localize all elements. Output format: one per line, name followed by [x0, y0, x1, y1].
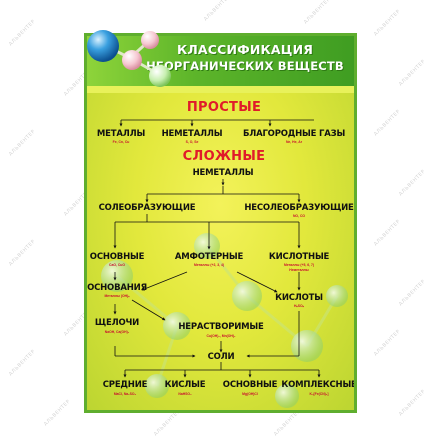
noble-gases-examples: Ne, He, Ar — [285, 140, 303, 144]
basic-salts-examples: Mg(OH)Cl — [242, 392, 258, 396]
complex-heading: СЛОЖНЫЕ — [182, 149, 266, 164]
basic-salts-label: ОСНОВНЫЕ — [222, 380, 278, 390]
metals-label: МЕТАЛЛЫ — [96, 129, 146, 139]
watermark-text: АЛЬВЕНТЕР — [397, 168, 427, 198]
complex-salts-label: КОМПЛЕКСНЫЕ — [281, 380, 357, 390]
medium-salts-label: СРЕДНИЕ — [102, 380, 148, 390]
insoluble-bases-examples: Cu(OH)₂, Mn(OH)₂ — [206, 334, 236, 338]
watermark-text: АЛЬВЕНТЕР — [372, 218, 402, 248]
watermark-text: АЛЬВЕНТЕР — [372, 8, 402, 38]
nonmetals-examples: S, O, Se — [185, 140, 199, 144]
insoluble-bases-label: НЕРАСТВОРИМЫЕ — [178, 322, 264, 332]
alkalis-examples: NaOH, Ca(OH)₂ — [104, 330, 130, 334]
noble-gases-label: БЛАГОРОДНЫЕ ГАЗЫ — [242, 129, 346, 139]
molecule-icon — [87, 30, 171, 87]
watermark-text: АЛЬВЕНТЕР — [302, 0, 332, 26]
title-line-1: КЛАССИФИКАЦИЯ — [176, 42, 314, 57]
watermark-text: АЛЬВЕНТЕР — [397, 388, 427, 418]
basic-oxides-label: ОСНОВНЫЕ — [89, 252, 145, 262]
acidic-oxides-examples-1: Металлы (+5, 6, 7) — [283, 263, 315, 267]
bases-examples: Металлы (OH)ₙ — [104, 294, 130, 298]
watermark-text: АЛЬВЕНТЕР — [372, 108, 402, 138]
watermark-text: АЛЬВЕНТЕР — [397, 58, 427, 88]
non-salt-forming-label: НЕСОЛЕОБРАЗУЮЩИЕ — [244, 203, 354, 213]
title-line-2: НЕОРГАНИЧЕСКИХ ВЕЩЕСТВ — [146, 59, 344, 73]
amphoteric-oxides-label: АМФОТЕРНЫЕ — [174, 252, 244, 262]
diagram-connectors — [113, 119, 321, 378]
salt-forming-label: СОЛЕОБРАЗУЮЩИЕ — [98, 203, 196, 213]
watermark-text: АЛЬВЕНТЕР — [7, 348, 37, 378]
watermark-text: АЛЬВЕНТЕР — [42, 398, 72, 428]
alkalis-label: ЩЕЛОЧИ — [94, 318, 140, 328]
watermark-text: АЛЬВЕНТЕР — [7, 128, 37, 158]
acids-label: КИСЛОТЫ — [275, 293, 323, 303]
watermark-text: АЛЬВЕНТЕР — [372, 328, 402, 358]
oxides-nonmetals-label: НЕМЕТАЛЛЫ — [192, 168, 254, 178]
basic-oxides-examples: CaO, CuO — [108, 263, 126, 267]
acid-salts-label: КИСЛЫЕ — [164, 380, 206, 390]
amphoteric-oxides-examples: Металлы (+2, 3, 4) — [193, 263, 225, 267]
bases-label: ОСНОВАНИЯ — [87, 283, 147, 293]
poster: КЛАССИФИКАЦИЯ НЕОРГАНИЧЕСКИХ ВЕЩЕСТВ — [84, 33, 357, 413]
watermark-text: АЛЬВЕНТЕР — [397, 278, 427, 308]
watermark-text: АЛЬВЕНТЕР — [7, 238, 37, 268]
acidic-oxides-label: КИСЛОТНЫЕ — [268, 252, 330, 262]
nonmetals-label: НЕМЕТАЛЛЫ — [161, 129, 223, 139]
banner-strip — [87, 86, 354, 93]
simple-heading: ПРОСТЫЕ — [186, 100, 262, 115]
non-salt-forming-examples: NO, CO — [292, 214, 306, 218]
acids-examples: HₙSOₙ — [293, 304, 305, 308]
acid-salts-examples: NaHSO₃ — [178, 392, 192, 396]
metals-examples: Fe, Cn, Cu — [112, 140, 130, 144]
acidic-oxides-examples-2: Неметаллы — [289, 268, 309, 272]
salts-label: СОЛИ — [207, 352, 235, 362]
complex-salts-examples: K₃[Fe(CN)₆] — [309, 392, 329, 396]
watermark-text: АЛЬВЕНТЕР — [202, 0, 232, 23]
medium-salts-examples: MaCl, Na₂SO₄ — [113, 392, 137, 396]
